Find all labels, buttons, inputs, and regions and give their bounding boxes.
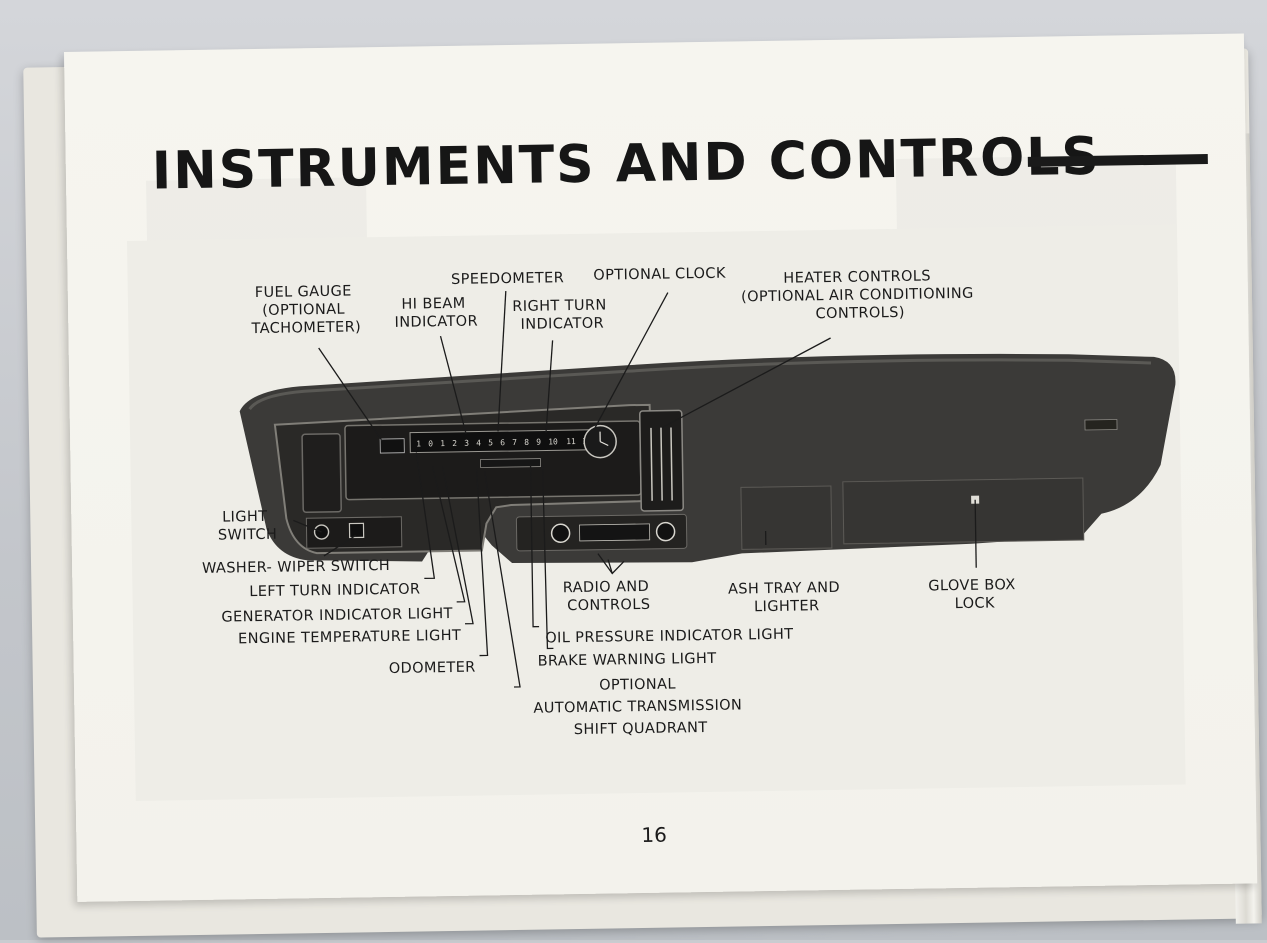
- svg-text:7: 7: [512, 438, 517, 447]
- fuel-gauge-window: [380, 439, 404, 453]
- brake-warning-label: BRAKE WARNING LIGHT: [538, 651, 717, 670]
- svg-text:10: 10: [548, 437, 558, 446]
- svg-text:5: 5: [488, 438, 493, 447]
- page-number: 16: [641, 823, 667, 847]
- nameplate: [1085, 420, 1117, 431]
- svg-text:2: 2: [452, 439, 457, 448]
- svg-text:1: 1: [416, 439, 421, 448]
- left-turn-label: LEFT TURN INDICATOR: [249, 581, 420, 600]
- radio-right-knob: [656, 522, 674, 540]
- svg-text:9: 9: [536, 438, 541, 447]
- ash-tray-panel: [741, 486, 832, 549]
- svg-text:8: 8: [524, 438, 529, 447]
- wiper-switch-knob: [349, 523, 363, 537]
- optional-clock-label: OPTIONAL CLOCK: [593, 266, 726, 284]
- washer-wiper-label: WASHER- WIPER SWITCH: [202, 558, 390, 577]
- svg-text:0: 0: [428, 439, 433, 448]
- odometer-window: [480, 459, 540, 468]
- radio-left-knob: [551, 524, 569, 542]
- svg-text:11: 11: [566, 437, 576, 446]
- svg-text:6: 6: [500, 438, 505, 447]
- svg-text:3: 3: [464, 439, 469, 448]
- svg-text:1: 1: [440, 439, 445, 448]
- svg-text:4: 4: [476, 438, 481, 447]
- radio-dial: [579, 524, 649, 541]
- glove-box-door: [843, 478, 1084, 544]
- left-vent: [302, 434, 341, 513]
- speedometer-label: SPEEDOMETER: [451, 270, 564, 288]
- odometer-label: ODOMETER: [389, 660, 476, 677]
- fuel-gauge-label: FUEL GAUGE (OPTIONAL TACHOMETER): [250, 283, 361, 337]
